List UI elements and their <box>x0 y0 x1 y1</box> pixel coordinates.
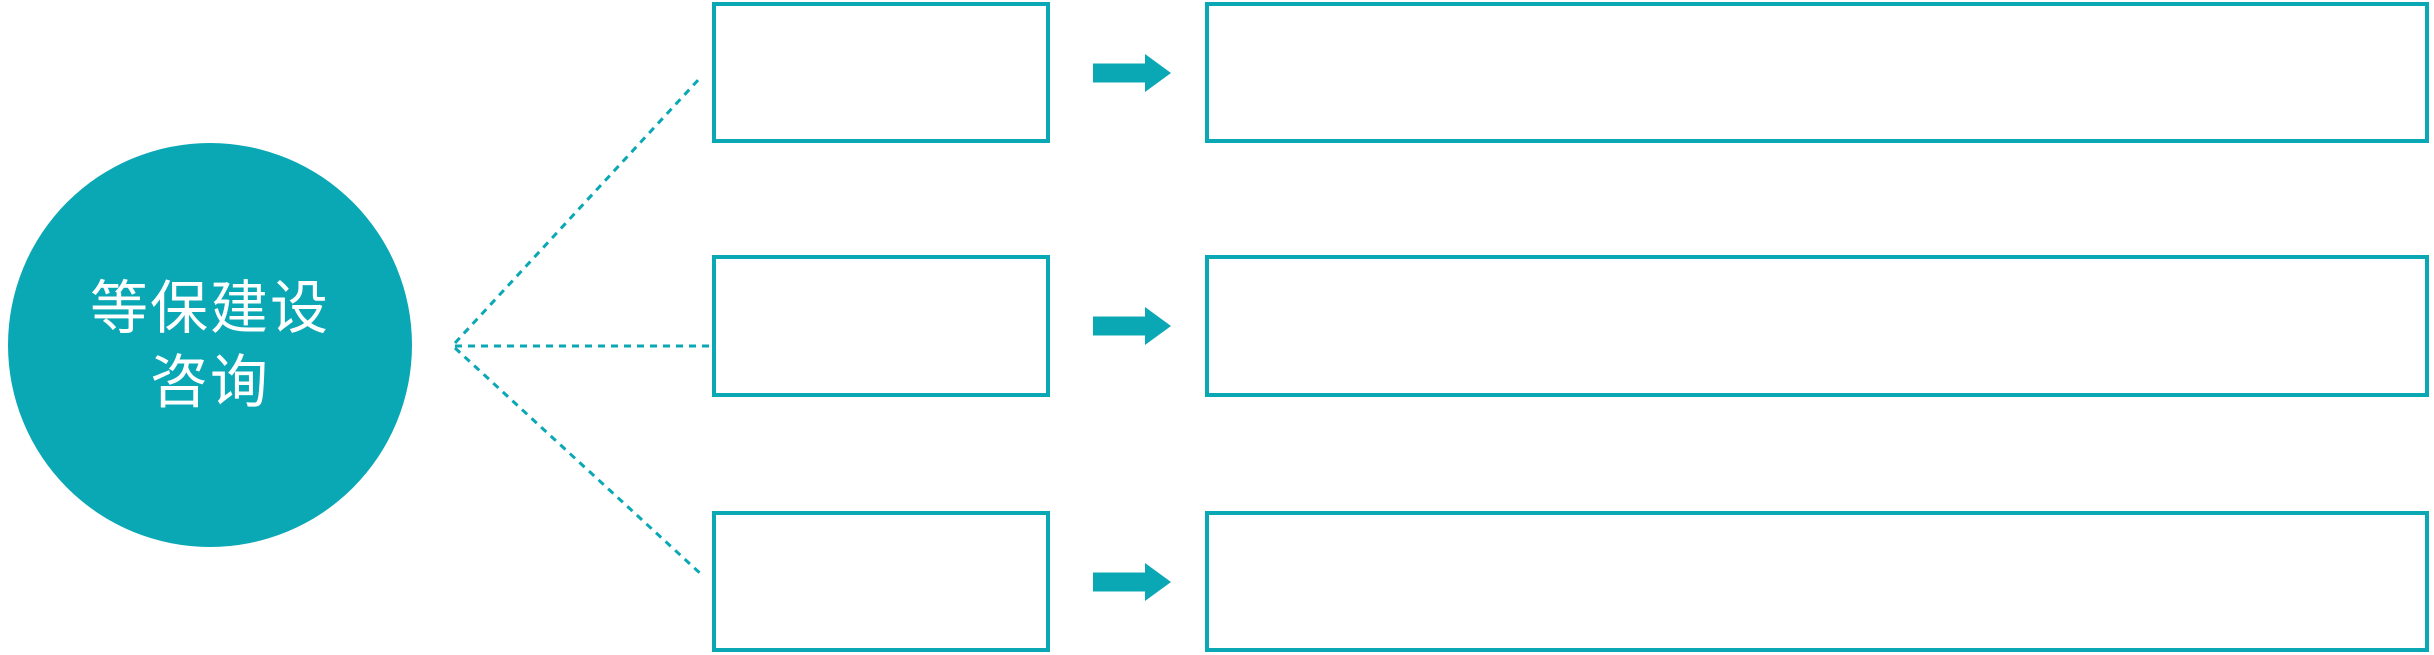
root-topic-label-line2: 咨询 <box>149 348 270 416</box>
category-box-2 <box>712 255 1050 397</box>
flow-row-1 <box>0 2 2434 143</box>
category-box-3 <box>712 511 1050 652</box>
root-topic-circle: 等保建设 咨询 <box>8 143 412 547</box>
flow-row-3 <box>0 511 2434 652</box>
description-box-1 <box>1205 2 2429 143</box>
right-arrow-icon <box>1093 307 1171 345</box>
root-topic-label-line1: 等保建设 <box>89 274 330 342</box>
right-arrow-icon <box>1093 53 1171 92</box>
category-box-1 <box>712 2 1050 143</box>
description-box-3 <box>1205 511 2429 652</box>
description-box-2 <box>1205 255 2429 397</box>
right-arrow-icon <box>1093 562 1171 601</box>
flow-row-2 <box>0 255 2434 397</box>
